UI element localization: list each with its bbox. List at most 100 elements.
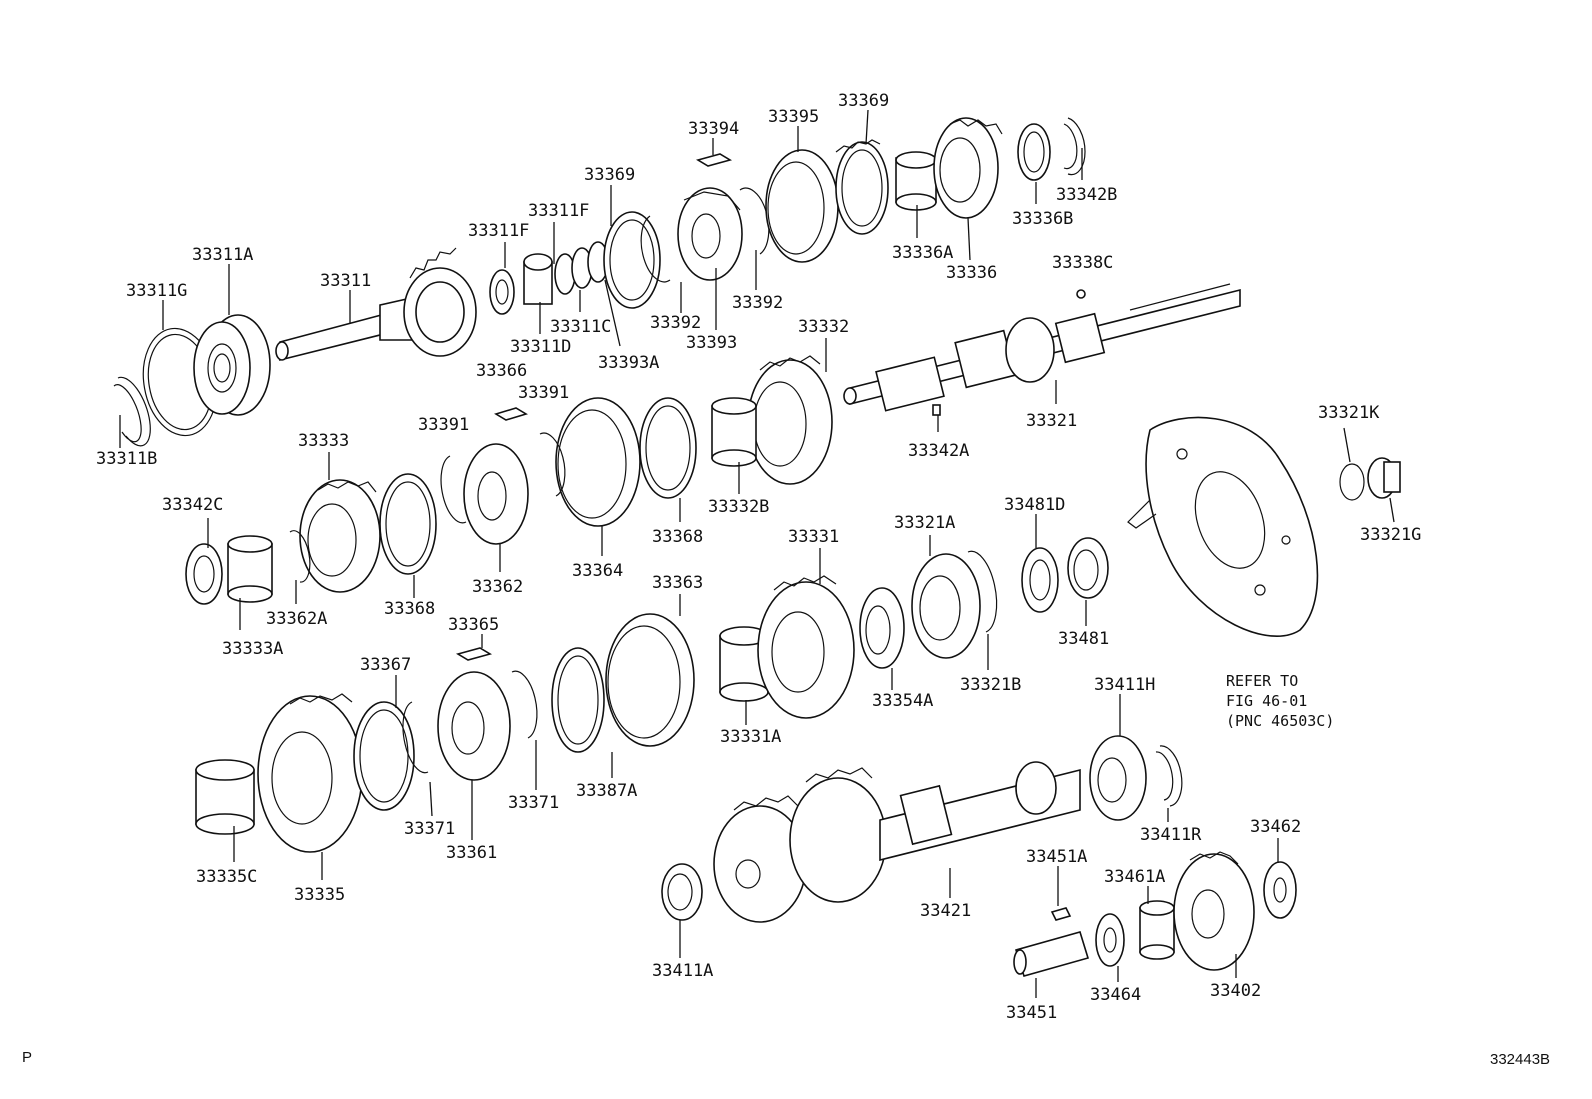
label-33321g[interactable]: 33321G <box>1360 525 1421 545</box>
label-33411a[interactable]: 33411A <box>652 961 713 981</box>
needle-bearing-33332b[interactable] <box>711 397 757 467</box>
synchro-ring-33369-b[interactable] <box>835 139 889 235</box>
label-33411r[interactable]: 33411R <box>1140 825 1202 845</box>
washer-33342c[interactable] <box>185 543 223 605</box>
counter-gear-33421[interactable] <box>713 761 1081 923</box>
label-33391-left[interactable]: 33391 <box>418 415 469 435</box>
label-33311g[interactable]: 33311G <box>126 281 187 301</box>
hub-33362[interactable] <box>440 432 566 545</box>
needle-bearing-33311d[interactable] <box>489 241 609 315</box>
label-33392-left[interactable]: 33392 <box>650 313 701 333</box>
label-33311c[interactable]: 33311C <box>550 317 611 337</box>
label-33395[interactable]: 33395 <box>768 107 819 127</box>
key-33394[interactable] <box>695 153 733 167</box>
label-33342b[interactable]: 33342B <box>1056 185 1117 205</box>
label-33421[interactable]: 33421 <box>920 901 971 921</box>
snap-ring-33342b[interactable] <box>1063 117 1086 176</box>
label-33331[interactable]: 33331 <box>788 527 839 547</box>
label-33393[interactable]: 33393 <box>686 333 737 353</box>
reverse-idler-gear-33402[interactable] <box>1173 851 1255 971</box>
gear-33332[interactable] <box>747 355 833 485</box>
reference-note-line-1[interactable]: REFER TO <box>1226 672 1298 690</box>
ring-33387a[interactable] <box>551 647 605 753</box>
needle-bearing-33461a[interactable] <box>1139 900 1175 960</box>
synchro-ring-33369[interactable] <box>603 211 661 309</box>
label-33331a[interactable]: 33331A <box>720 727 781 747</box>
label-33462[interactable]: 33462 <box>1250 817 1301 837</box>
label-33371-right[interactable]: 33371 <box>508 793 559 813</box>
bearing-33411h[interactable] <box>1089 735 1147 821</box>
bearing-33321a[interactable] <box>911 553 981 659</box>
ball-33342a[interactable] <box>932 404 941 416</box>
reference-note-line-2[interactable]: FIG 46-01 <box>1226 692 1307 710</box>
gear-33333[interactable] <box>299 479 381 593</box>
needle-bearing-33333a[interactable] <box>227 535 273 603</box>
reference-note-line-3[interactable]: (PNC 46503C) <box>1226 712 1334 730</box>
label-33342c[interactable]: 33342C <box>162 495 223 515</box>
label-33451[interactable]: 33451 <box>1006 1003 1057 1023</box>
snap-ring-33411r[interactable] <box>1155 745 1183 807</box>
label-33371-left[interactable]: 33371 <box>404 819 455 839</box>
snap-ring-33311b[interactable] <box>113 376 151 447</box>
synchro-ring-33367[interactable] <box>353 701 415 811</box>
label-33368-upper[interactable]: 33368 <box>652 527 703 547</box>
label-33411h[interactable]: 33411H <box>1094 675 1155 695</box>
label-33333[interactable]: 33333 <box>298 431 349 451</box>
gear-33335[interactable] <box>257 693 363 853</box>
needle-bearing-33336a[interactable] <box>895 151 937 211</box>
bearing-33311a[interactable] <box>193 314 271 416</box>
label-33364[interactable]: 33364 <box>572 561 623 581</box>
label-33387a[interactable]: 33387A <box>576 781 637 801</box>
key-33365[interactable] <box>455 647 493 661</box>
label-33391-right[interactable]: 33391 <box>518 383 569 403</box>
seal-33321k[interactable] <box>1339 463 1365 501</box>
label-33335[interactable]: 33335 <box>294 885 345 905</box>
label-33362[interactable]: 33362 <box>472 577 523 597</box>
label-33311a[interactable]: 33311A <box>192 245 253 265</box>
label-33336a[interactable]: 33336A <box>892 243 953 263</box>
washer-33336b[interactable] <box>1017 123 1051 181</box>
label-33311[interactable]: 33311 <box>320 271 371 291</box>
seal-33481[interactable] <box>1067 537 1109 599</box>
sleeve-33363[interactable] <box>605 613 695 747</box>
label-33332[interactable]: 33332 <box>798 317 849 337</box>
label-33369-mid[interactable]: 33369 <box>584 165 635 185</box>
extension-housing-plate[interactable] <box>1127 416 1319 637</box>
washer-33464[interactable] <box>1095 913 1125 967</box>
seal-33481d[interactable] <box>1021 547 1059 613</box>
ring-33362a[interactable] <box>289 530 311 583</box>
snap-ring-33321b[interactable] <box>967 550 998 633</box>
label-33311d[interactable]: 33311D <box>510 337 571 357</box>
label-33369-top[interactable]: 33369 <box>838 91 889 111</box>
label-33361[interactable]: 33361 <box>446 843 497 863</box>
gear-33336[interactable] <box>933 117 1003 219</box>
label-33354a[interactable]: 33354A <box>872 691 933 711</box>
plug-33321g[interactable] <box>1367 457 1401 499</box>
label-33321k[interactable]: 33321K <box>1318 403 1380 423</box>
label-33461a[interactable]: 33461A <box>1104 867 1165 887</box>
label-33335c[interactable]: 33335C <box>196 867 257 887</box>
gear-33331[interactable] <box>757 575 855 719</box>
label-33336[interactable]: 33336 <box>946 263 997 283</box>
label-33394[interactable]: 33394 <box>688 119 739 139</box>
label-33481[interactable]: 33481 <box>1058 629 1109 649</box>
synchro-ring-33368[interactable] <box>639 397 697 499</box>
hub-33361[interactable] <box>402 670 538 781</box>
label-33464[interactable]: 33464 <box>1090 985 1141 1005</box>
label-33362a[interactable]: 33362A <box>266 609 327 629</box>
needle-bearing-33335c[interactable] <box>195 759 255 835</box>
input-shaft-33311[interactable] <box>275 247 477 362</box>
label-33338c[interactable]: 33338C <box>1052 253 1113 273</box>
label-33366[interactable]: 33366 <box>476 361 527 381</box>
output-shaft-33321[interactable] <box>843 283 1241 412</box>
label-33393a[interactable]: 33393A <box>598 353 659 373</box>
key-33366[interactable] <box>494 407 528 421</box>
sleeve-33364[interactable] <box>555 397 641 527</box>
sleeve-33395[interactable] <box>765 149 839 263</box>
bearing-33411a[interactable] <box>661 863 703 921</box>
label-33402[interactable]: 33402 <box>1210 981 1261 1001</box>
label-33342a[interactable]: 33342A <box>908 441 969 461</box>
label-33311f-upper[interactable]: 33311F <box>528 201 589 221</box>
reverse-idler-shaft-33451[interactable] <box>1013 931 1090 977</box>
label-33321[interactable]: 33321 <box>1026 411 1077 431</box>
